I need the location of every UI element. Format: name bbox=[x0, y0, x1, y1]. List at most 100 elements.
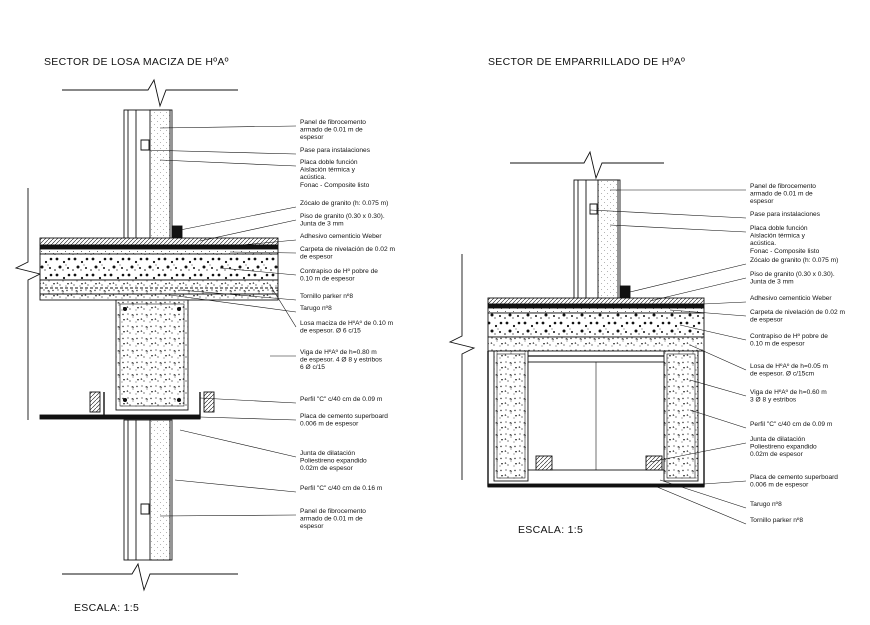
annotation-label: Aislación térmica y bbox=[750, 233, 806, 240]
superboard-right bbox=[487, 483, 705, 488]
annotation-label: Placa doble función bbox=[750, 225, 808, 232]
annotation-label: Perfil "C" c/40 cm de 0.09 m bbox=[300, 396, 383, 403]
annotation-label: acústica. bbox=[300, 174, 326, 181]
right-detail bbox=[448, 150, 705, 488]
leader-line bbox=[689, 379, 747, 397]
annotation-label: Tarugo nº8 bbox=[300, 305, 332, 312]
annotation-label: de espesor. Ø 6 c/15 bbox=[300, 328, 361, 335]
annotation-label: Losa de HºAº de h=0.05 m bbox=[750, 363, 828, 370]
annotation-label: armado de 0.01 m de bbox=[750, 191, 813, 198]
annotation-label: Poliestireno expandido bbox=[750, 444, 817, 451]
annotation-label: 6 Ø c/15 bbox=[300, 364, 325, 371]
annotation-label: 3 Ø 8 y estribos bbox=[750, 397, 797, 404]
leader-line bbox=[689, 409, 747, 429]
annotation-label: de espesor. 4 Ø 8 y estribos bbox=[300, 357, 383, 364]
leader-line bbox=[669, 309, 747, 317]
leader-line bbox=[589, 209, 747, 219]
annotation-label: 0.006 m de espesor bbox=[300, 421, 359, 428]
upper-panel-left bbox=[149, 109, 171, 251]
leveling-layer-right bbox=[487, 307, 705, 314]
annotation-label: Adhesivo cementicio Weber bbox=[300, 233, 382, 240]
granite-floor-right bbox=[487, 297, 705, 305]
leader-line bbox=[689, 344, 747, 371]
annotation-label: de espesor. Ø c/15cm bbox=[750, 371, 815, 378]
adhesive-right bbox=[487, 303, 705, 309]
annotation-label: Zócalo de granito (h: 0.075 m) bbox=[300, 200, 388, 207]
break-line-side-left bbox=[14, 188, 42, 420]
leader-line bbox=[169, 294, 297, 313]
annotation-label: espesor bbox=[300, 523, 324, 530]
annotation-label: armado de 0.01 m de bbox=[300, 516, 363, 523]
leader-line bbox=[219, 267, 297, 276]
annotation-label: Tornillo parker nº8 bbox=[750, 517, 803, 524]
annotation-label: espesor bbox=[750, 198, 774, 205]
subfloor-left bbox=[39, 253, 279, 281]
left-detail bbox=[14, 78, 279, 592]
upper-panel-right bbox=[597, 179, 619, 303]
beam-left bbox=[115, 299, 189, 411]
leader-line bbox=[649, 483, 747, 525]
leader-line bbox=[179, 289, 297, 301]
leader-line bbox=[609, 224, 747, 233]
annotation-label: Piso de granito (0.30 x 0.30). bbox=[300, 213, 385, 220]
leader-line bbox=[142, 149, 297, 155]
beam-right-b bbox=[663, 350, 699, 482]
stud-profile-left bbox=[140, 139, 150, 151]
annotation-label: Pase para instalaciones bbox=[300, 147, 371, 154]
annotation-label: armado de 0.01 m de bbox=[300, 127, 363, 134]
title-left: SECTOR DE LOSA MACIZA DE HºAº bbox=[44, 56, 229, 68]
annotation-label: Junta de 3 mm bbox=[300, 221, 344, 228]
adhesive-left bbox=[39, 244, 279, 250]
solid-slab-left bbox=[39, 279, 279, 301]
annotation-label: Placa de cemento superboard bbox=[750, 474, 838, 481]
leader-line bbox=[199, 397, 297, 404]
leader-line bbox=[629, 263, 747, 293]
annotation-label: de espesor bbox=[300, 254, 333, 261]
annotation-label: Contrapiso de Hº pobre de bbox=[750, 333, 828, 340]
break-line-side-right bbox=[448, 254, 476, 480]
break-line-top-left bbox=[62, 78, 238, 108]
annotation-label: Adhesivo cementicio Weber bbox=[750, 295, 832, 302]
annotation-label: Junta de 3 mm bbox=[750, 279, 794, 286]
annotation-label: acústica. bbox=[750, 240, 776, 247]
title-right: SECTOR DE EMPARRILLADO DE HºAº bbox=[488, 56, 686, 68]
scale-right: ESCALA: 1:5 bbox=[518, 524, 584, 536]
leader-line bbox=[174, 479, 297, 493]
leader-line bbox=[659, 301, 747, 307]
annotation-label: Placa doble función bbox=[300, 159, 358, 166]
leader-line bbox=[159, 125, 297, 129]
leader-line bbox=[199, 219, 297, 242]
annotation-label: Poliestireno expandido bbox=[300, 458, 367, 465]
annotation-label: espesor bbox=[300, 134, 324, 141]
annotation-label: 0.10 m de espesor bbox=[750, 341, 805, 348]
leader-line bbox=[269, 284, 297, 328]
annotation-label: Fonac - Composite listo bbox=[750, 248, 820, 255]
leader-line bbox=[679, 324, 747, 341]
subfloor-right bbox=[487, 312, 705, 338]
leader-line bbox=[159, 514, 297, 517]
leader-line bbox=[159, 159, 297, 167]
annotation-label: Piso de granito (0.30 x 0.30). bbox=[750, 271, 835, 278]
beam-right-a bbox=[493, 350, 529, 482]
annotation-label: 0.10 m de espesor bbox=[300, 276, 355, 283]
break-line-top-right bbox=[510, 150, 664, 180]
lower-panel-left bbox=[149, 419, 171, 561]
annotation-label: de espesor bbox=[750, 317, 783, 324]
annotation-label: Aislación térmica y bbox=[300, 167, 356, 174]
leader-line bbox=[179, 429, 297, 458]
annotation-label: 0.006 m de espesor bbox=[750, 482, 809, 489]
annotation-label: Placa de cemento superboard bbox=[300, 413, 388, 420]
annotation-label: Tarugo nº8 bbox=[750, 501, 782, 508]
superboard-left bbox=[39, 414, 201, 420]
annotation-label: Carpeta de nivelación de 0.02 m bbox=[300, 246, 395, 253]
annotation-label: Junta de dilatación bbox=[300, 450, 355, 457]
granite-floor-left bbox=[39, 237, 279, 246]
leveling-layer-left bbox=[39, 248, 279, 255]
annotation-label: Contrapiso de Hº pobre de bbox=[300, 268, 378, 275]
leader-line bbox=[219, 239, 297, 248]
annotation-label: Panel de fibrocemento bbox=[300, 508, 366, 515]
annotation-label: Viga de HºAº de h=0.60 m bbox=[750, 389, 827, 396]
annotation-label: Losa maciza de HºAº de 0.10 m bbox=[300, 320, 394, 327]
